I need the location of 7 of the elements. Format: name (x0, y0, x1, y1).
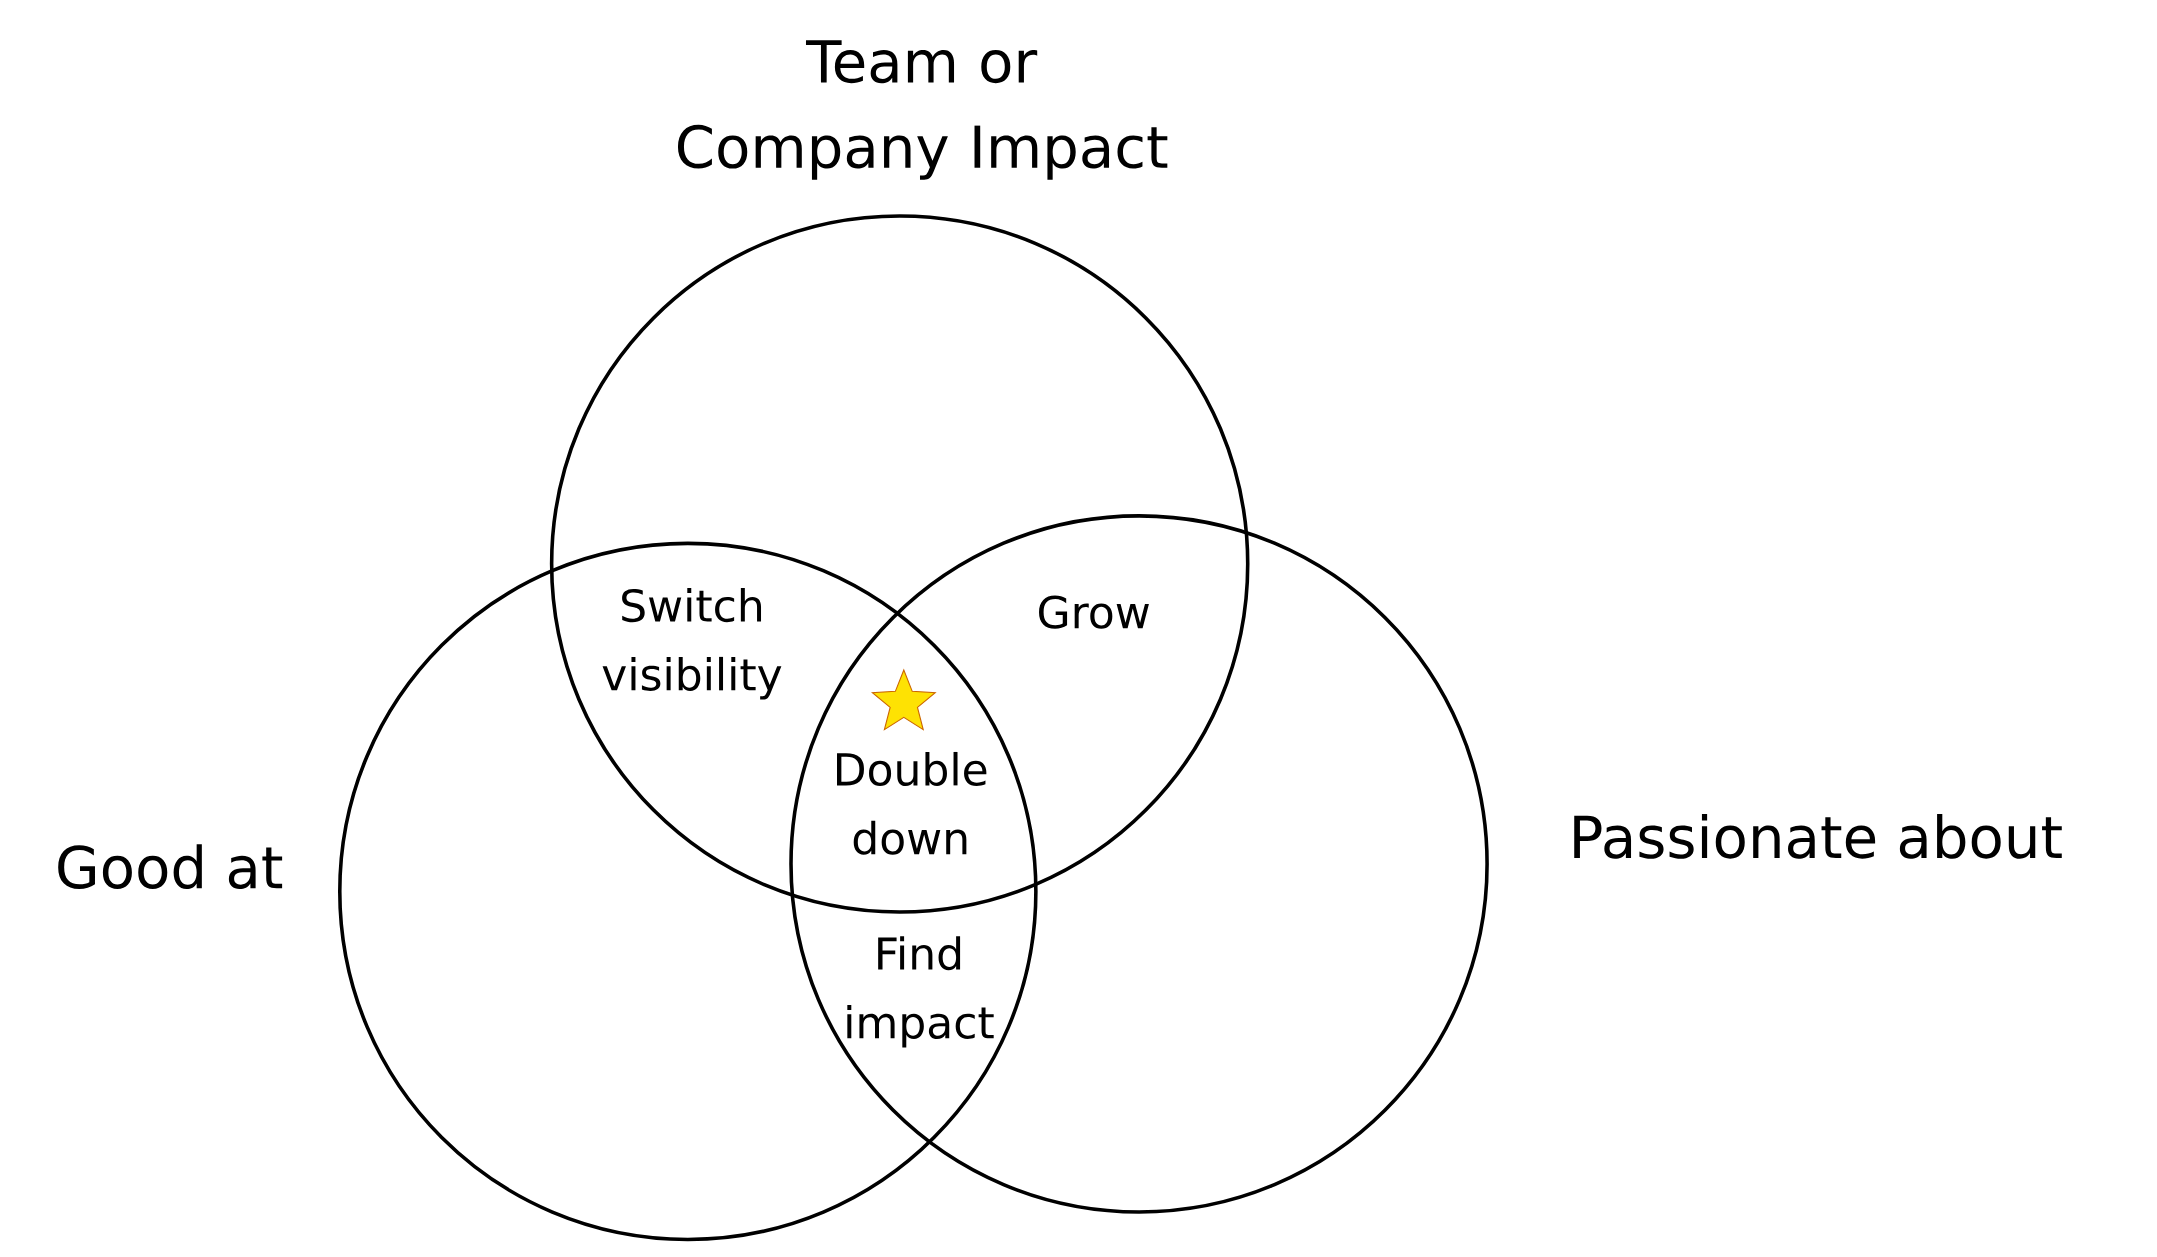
region-label: Switch visibility (602, 587, 782, 700)
region-label: Grow (1039, 595, 1149, 629)
region-label: Find impact (847, 936, 994, 1048)
circle-heading: Passionate about (1574, 813, 2062, 859)
circle-heading: Team or Company Impact (677, 40, 1168, 180)
circle-heading: Good at (58, 844, 283, 889)
region-label: Double down (837, 751, 987, 855)
